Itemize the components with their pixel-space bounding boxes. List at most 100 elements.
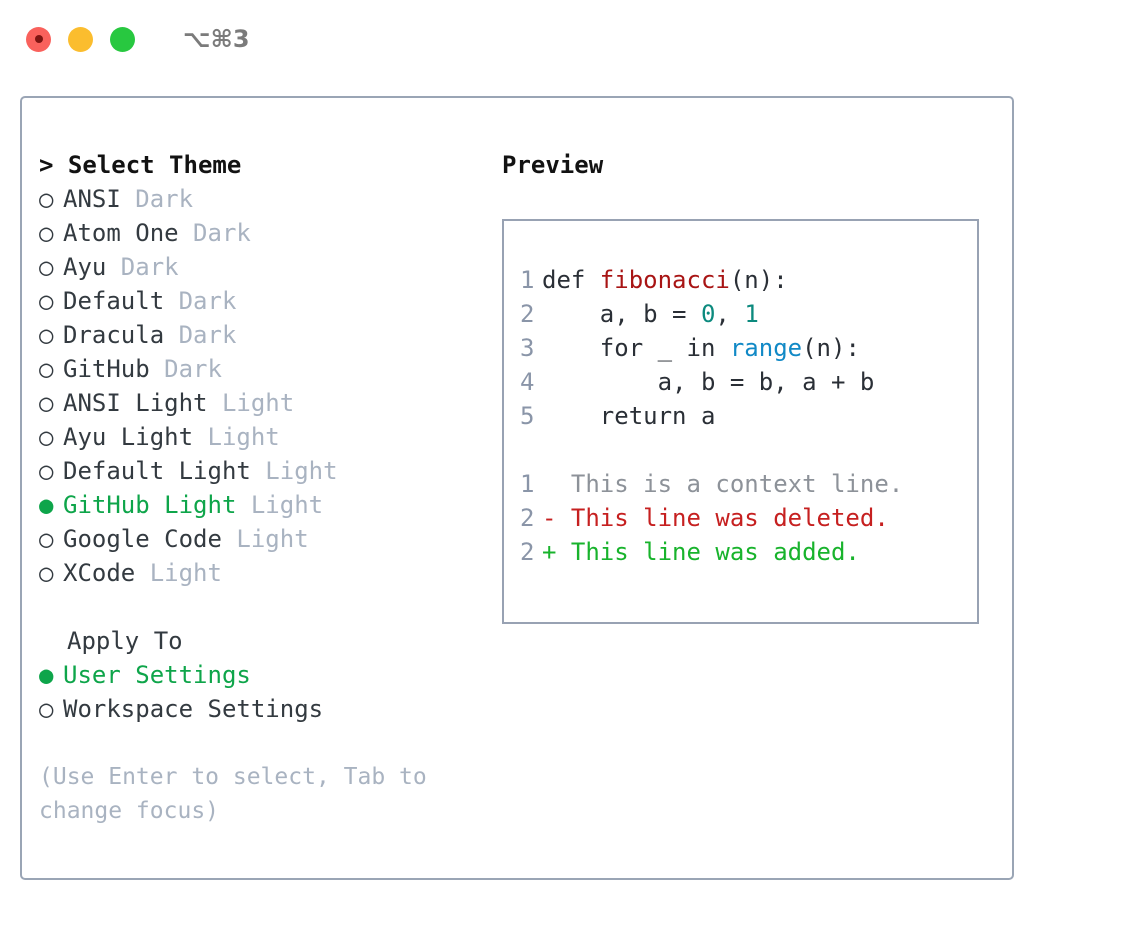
radio-unselected-icon: ○ <box>39 185 54 213</box>
apply-to-option-list: ● User Settings ○ Workspace Settings <box>39 658 479 726</box>
apply-to-header: Apply To <box>67 627 183 655</box>
radio-unselected-icon: ○ <box>39 559 54 587</box>
theme-option-label: GitHub Light <box>63 491 237 519</box>
line-number: 4 <box>520 368 535 396</box>
theme-option-github-light[interactable]: ● GitHub Light Light <box>39 488 479 522</box>
theme-option-kind: Light <box>193 423 280 451</box>
line-number: 3 <box>520 334 535 362</box>
hint-spacer <box>39 726 479 760</box>
preview-header: Preview <box>502 151 604 179</box>
theme-option-label: ANSI <box>63 185 121 213</box>
theme-option-ansi[interactable]: ○ ANSI Dark <box>39 182 479 216</box>
line-number: 2 <box>520 538 535 566</box>
radio-unselected-icon: ○ <box>39 423 54 451</box>
theme-option-label: Ayu <box>63 253 107 281</box>
theme-option-list: ○ ANSI Dark ○ Atom One Dark ○ Ayu Dark ○ Defaul… <box>39 182 479 590</box>
code-token-plain: return a <box>542 402 716 430</box>
line-number: 1 <box>520 470 535 498</box>
theme-option-ayu-light[interactable]: ○ Ayu Light Light <box>39 420 479 454</box>
minimize-button[interactable] <box>68 26 93 52</box>
theme-option-label: GitHub <box>63 355 150 383</box>
code-line: 3 for _ in range(n): <box>520 331 977 365</box>
code-line: 5 return a <box>520 399 977 433</box>
radio-unselected-icon: ○ <box>39 389 54 417</box>
theme-option-label: XCode <box>63 559 136 587</box>
theme-option-default-light[interactable]: ○Default Light Light <box>39 454 479 488</box>
theme-option-atom-one[interactable]: ○ Atom One Dark <box>39 216 479 250</box>
line-number: 5 <box>520 402 535 430</box>
theme-option-label: Ayu Light <box>63 423 194 451</box>
theme-option-kind: Dark <box>149 355 222 383</box>
radio-unselected-icon: ○ <box>39 219 54 247</box>
theme-option-ansi-light[interactable]: ○ ANSI Light Light <box>39 386 479 420</box>
theme-option-kind: Dark <box>164 287 237 315</box>
radio-selected-icon: ● <box>39 661 54 689</box>
theme-option-label: Google Code <box>63 525 222 553</box>
line-number: 1 <box>520 266 535 294</box>
theme-option-label: ANSI Light <box>63 389 208 417</box>
code-token-fn: fibonacci <box>599 266 730 294</box>
apply-to-option-label: Workspace Settings <box>63 695 324 723</box>
theme-option-ayu[interactable]: ○ Ayu Dark <box>39 250 479 284</box>
apply-to-option-user-settings[interactable]: ● User Settings <box>39 658 479 692</box>
diff-line-text: This is a context line. <box>542 470 904 498</box>
code-token-call: range <box>729 334 803 362</box>
theme-option-kind: Dark <box>164 321 237 349</box>
radio-unselected-icon: ○ <box>39 253 54 281</box>
theme-option-kind: Dark <box>106 253 179 281</box>
line-number: 2 <box>520 504 535 532</box>
code-token-plain: a, b = b, a + b <box>542 368 875 396</box>
diff-line-text: + This line was added. <box>542 538 860 566</box>
keyboard-shortcut-label: ⌥⌘3 <box>183 25 250 53</box>
apply-to-option-workspace-settings[interactable]: ○ Workspace Settings <box>39 692 479 726</box>
theme-option-xcode[interactable]: ○ XCode Light <box>39 556 479 590</box>
code-token-plain: for _ in <box>542 334 730 362</box>
code-line: 4 a, b = b, a + b <box>520 365 977 399</box>
code-token-num: 1 <box>744 300 759 328</box>
code-token-plain: a, b = <box>542 300 701 328</box>
diff-line-add: 2+ This line was added. <box>520 535 977 569</box>
theme-option-label: Default <box>63 287 165 315</box>
theme-option-dracula[interactable]: ○Dracula Dark <box>39 318 479 352</box>
radio-unselected-icon: ○ <box>39 695 54 723</box>
theme-option-default[interactable]: ○ Default Dark <box>39 284 479 318</box>
radio-unselected-icon: ○ <box>39 355 54 383</box>
code-token-plain: def <box>542 266 600 294</box>
theme-option-kind: Dark <box>120 185 194 213</box>
code-diff-separator <box>520 433 977 467</box>
line-number: 2 <box>520 300 535 328</box>
content-panel: > Select Theme ○ANSI Dark○Atom One Dark○… <box>20 96 1014 880</box>
radio-selected-icon: ● <box>39 491 54 519</box>
theme-option-kind: Light <box>135 559 222 587</box>
theme-option-kind: Dark <box>178 219 251 247</box>
diff-line-text: - This line was deleted. <box>542 504 889 532</box>
theme-option-label: Default Light <box>63 457 251 485</box>
code-token-plain: (n): <box>802 334 860 362</box>
radio-unselected-icon: ○ <box>39 457 54 485</box>
apply-to-option-label: User Settings <box>63 661 251 689</box>
code-token-num: 0 <box>700 300 716 328</box>
theme-option-kind: Light <box>236 491 324 519</box>
theme-option-kind: Light <box>221 525 309 553</box>
diff-line-del: 2- This line was deleted. <box>520 501 977 535</box>
title-bar: ⌥⌘3 <box>0 0 1140 78</box>
theme-option-google-code[interactable]: ○Google Code Light <box>39 522 479 556</box>
radio-unselected-icon: ○ <box>39 287 54 315</box>
theme-option-label: Dracula <box>63 321 165 349</box>
select-theme-header: > Select Theme <box>39 151 242 179</box>
close-button[interactable] <box>26 26 51 52</box>
list-spacer <box>39 590 479 624</box>
code-token-plain: (n): <box>729 266 788 294</box>
code-token-plain: , <box>715 300 745 328</box>
theme-option-github[interactable]: ○ GitHub Dark <box>39 352 479 386</box>
diff-line-ctx: 1 This is a context line. <box>520 467 977 501</box>
theme-option-label: Atom One <box>63 219 179 247</box>
theme-option-kind: Light <box>207 389 295 417</box>
theme-picker-column: > Select Theme ○ANSI Dark○Atom One Dark○… <box>39 148 479 828</box>
maximize-button[interactable] <box>110 26 135 52</box>
